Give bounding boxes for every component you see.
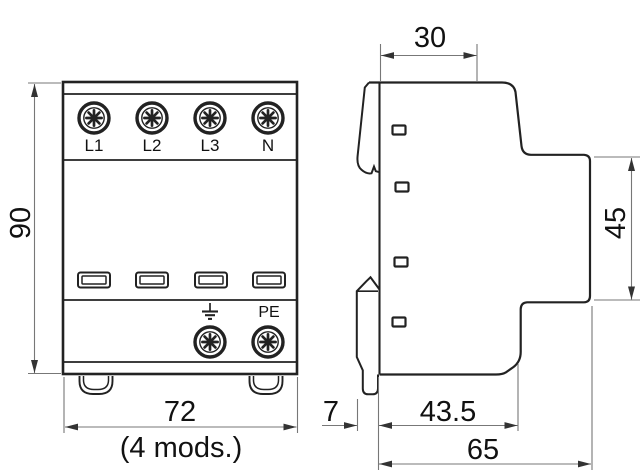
terminal-screw-icon: [193, 101, 227, 135]
module-slot-icon: [252, 271, 286, 289]
terminal-screw-icon: [135, 101, 169, 135]
module-slot-icon: [77, 271, 111, 289]
terminal-label-l3: L3: [201, 136, 220, 155]
side-clip-lower: [355, 275, 381, 396]
pe-terminal-screw-icon: [251, 325, 285, 359]
terminal-label-l2: L2: [143, 136, 162, 155]
dim-depth-43-5: 43.5: [420, 396, 476, 428]
terminal-label-l1: L1: [85, 136, 104, 155]
side-view: [355, 81, 592, 396]
vent-hole-icon: [391, 316, 407, 328]
dim-depth-30: 30: [414, 22, 446, 54]
dim-note-mods: (4 mods.): [120, 432, 242, 464]
vent-hole-icon: [393, 256, 409, 268]
dim-height-45: 45: [600, 207, 632, 239]
module-slot-icon: [135, 271, 169, 289]
terminal-screw-icon: [251, 101, 285, 135]
side-clip-upper: [356, 81, 380, 175]
dimension-lines: [33, 54, 633, 465]
pe-label: PE: [258, 304, 279, 321]
dimension-arrows: [31, 52, 635, 468]
module-slot-icon: [194, 271, 228, 289]
dim-width-72: 72: [164, 396, 196, 428]
vent-hole-icon: [391, 124, 407, 136]
front-view: L1 L2 L3 N PE: [61, 80, 299, 395]
terminal-screw-icon: [77, 101, 111, 135]
extension-lines: [28, 44, 640, 470]
terminal-label-n: N: [262, 136, 274, 155]
dim-offset-7: 7: [323, 396, 339, 428]
dim-height-90: 90: [5, 207, 37, 239]
vent-hole-icon: [394, 181, 410, 193]
earth-ground-icon: [202, 303, 218, 320]
mounting-foot-icon: [248, 375, 284, 395]
dimensions: 90 72 (4 mods.) 30 45 7 43.5 65: [5, 22, 640, 470]
dim-depth-65: 65: [467, 434, 499, 466]
mounting-foot-icon: [78, 375, 114, 395]
side-body-outline: [369, 81, 592, 376]
earth-terminal-screw-icon: [193, 325, 227, 359]
